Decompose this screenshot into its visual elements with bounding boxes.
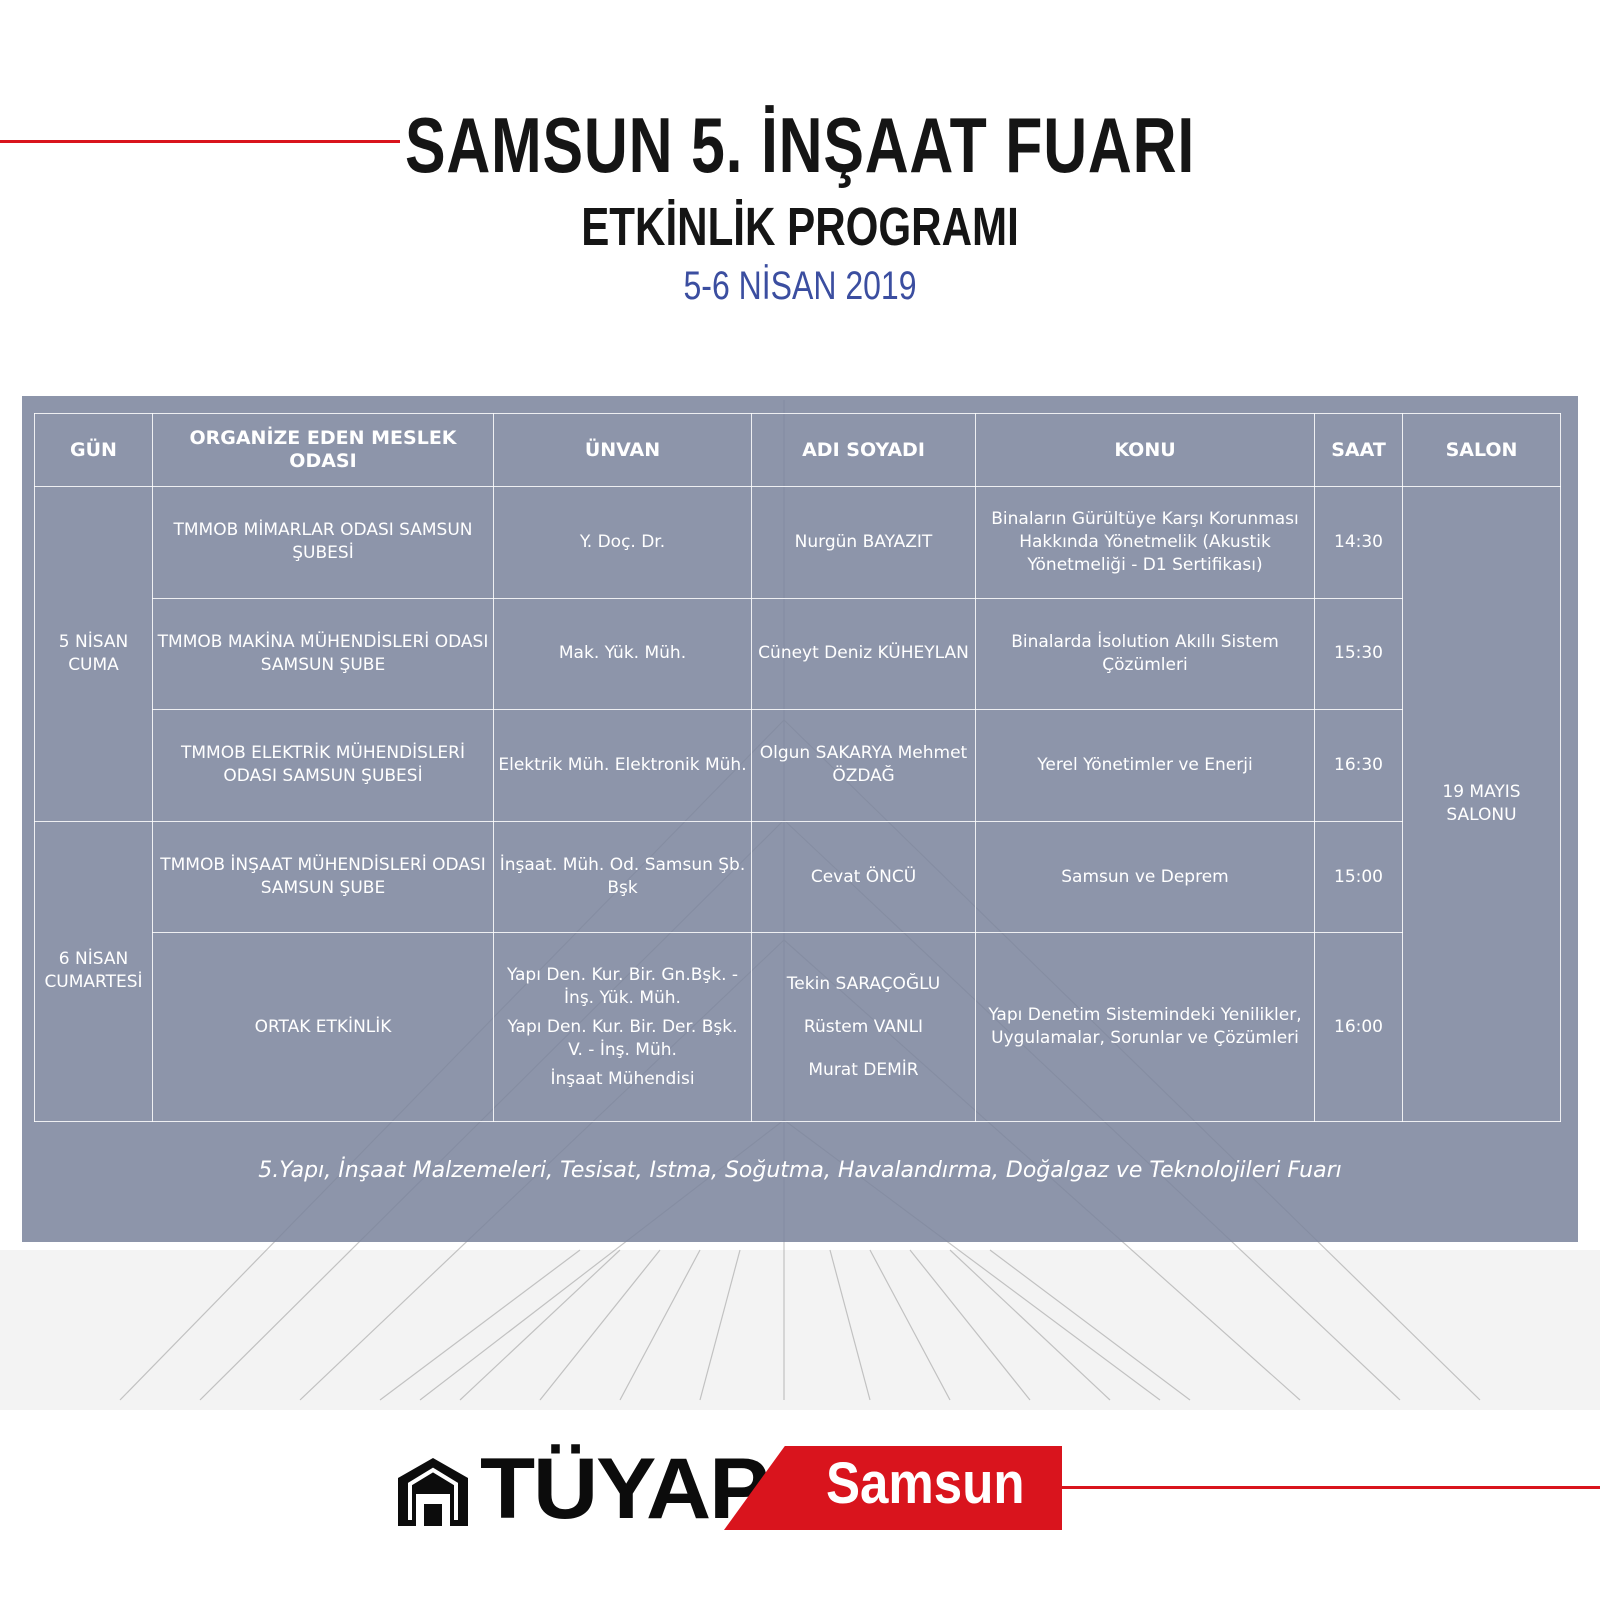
- topic-cell: Yerel Yönetimler ve Enerji: [975, 709, 1315, 822]
- time-cell: 16:30: [1314, 709, 1403, 822]
- header-left-red-line: [0, 140, 400, 143]
- organizer-cell: TMMOB MAKİNA MÜHENDİSLERİ ODASI SAMSUN Ş…: [152, 597, 494, 711]
- time-cell: 16:00: [1314, 932, 1403, 1122]
- column-header-organizer: ORGANİZE EDEN MESLEK ODASI: [152, 413, 494, 487]
- name-line: Murat DEMİR: [808, 1059, 919, 1080]
- logo-city-text: Samsun: [826, 1451, 1025, 1516]
- table-row: TMMOB MAKİNA MÜHENDİSLERİ ODASI SAMSUN Ş…: [35, 597, 1561, 711]
- table-row: 5 NİSAN CUMA TMMOB MİMARLAR ODASI SAMSUN…: [34, 486, 1561, 1122]
- topic-cell: Yapı Denetim Sistemindeki Yenilikler, Uy…: [975, 932, 1315, 1122]
- table-row: 6 NİSAN CUMARTESİ TMMOB İNŞAAT MÜHENDİSL…: [34, 820, 1561, 1123]
- tuyap-samsun-logo: TÜYAP Samsun: [394, 1441, 1062, 1537]
- organizer-cell: ORTAK ETKİNLİK: [152, 932, 494, 1122]
- name-cell: Cüneyt Deniz KÜHEYLAN: [751, 597, 976, 711]
- name-cell: Olgun SAKARYA Mehmet ÖZDAĞ: [751, 709, 976, 822]
- tuyap-house-icon: [398, 1458, 468, 1526]
- title-cell: Elektrik Müh. Elektronik Müh.: [493, 709, 752, 822]
- logo-red-band: [724, 1446, 1062, 1530]
- topic-cell: Binalarda İsolution Akıllı Sistem Çözüml…: [975, 597, 1315, 711]
- day-cell: 6 NİSAN CUMARTESİ: [34, 820, 153, 1123]
- title-line: Yapı Den. Kur. Bir. Der. Bşk. V. - İnş. …: [507, 1016, 738, 1060]
- time-cell: 15:00: [1314, 820, 1403, 934]
- column-header-title: ÜNVAN: [493, 413, 752, 487]
- page-title: SAMSUN 5. İNŞAAT FUARI: [404, 101, 1196, 189]
- column-header-topic: KONU: [975, 413, 1315, 487]
- name-line: Rüstem VANLI: [803, 1016, 924, 1037]
- column-header-salon: SALON: [1402, 413, 1561, 487]
- title-cell: Yapı Den. Kur. Bir. Gn.Bşk. - İnş. Yük. …: [493, 932, 752, 1122]
- column-header-time: SAAT: [1314, 413, 1403, 487]
- title-cell: Mak. Yük. Müh.: [493, 597, 752, 711]
- day-cell: 5 NİSAN CUMA: [34, 486, 153, 822]
- footer-right-red-line: [1062, 1486, 1600, 1489]
- organizer-cell: TMMOB MİMARLAR ODASI SAMSUN ŞUBESİ: [152, 486, 494, 599]
- organizer-cell: TMMOB ELEKTRİK MÜHENDİSLERİ ODASI SAMSUN…: [152, 709, 494, 822]
- table-row: TMMOB ELEKTRİK MÜHENDİSLERİ ODASI SAMSUN…: [35, 709, 1561, 822]
- name-cell: Nurgün BAYAZIT: [751, 486, 976, 599]
- time-cell: 15:30: [1314, 597, 1403, 711]
- name-line: Tekin SARAÇOĞLU: [786, 973, 941, 994]
- logo-brand-text: TÜYAP: [480, 1441, 769, 1537]
- salon-cell: 19 MAYIS SALONU: [1402, 486, 1561, 1122]
- fair-description: 5.Yapı, İnşaat Malzemeleri, Tesisat, Ist…: [258, 1158, 1342, 1183]
- organizer-cell: TMMOB İNŞAAT MÜHENDİSLERİ ODASI SAMSUN Ş…: [152, 820, 494, 934]
- name-cell: Tekin SARAÇOĞLU Rüstem VANLI Murat DEMİR: [751, 932, 976, 1122]
- title-line: Yapı Den. Kur. Bir. Gn.Bşk. - İnş. Yük. …: [506, 964, 739, 1008]
- column-header-day: GÜN: [34, 413, 153, 487]
- event-date: 5-6 NİSAN 2019: [683, 264, 917, 308]
- title-line: İnşaat Mühendisi: [550, 1068, 695, 1089]
- page-subtitle: ETKİNLİK PROGRAMI: [581, 197, 1019, 257]
- name-cell: Cevat ÖNCÜ: [751, 820, 976, 934]
- title-cell: Y. Doç. Dr.: [493, 486, 752, 599]
- column-header-name: ADI SOYADI: [751, 413, 976, 487]
- topic-cell: Binaların Gürültüye Karşı Korunması Hakk…: [975, 486, 1315, 599]
- schedule-table: GÜN ORGANİZE EDEN MESLEK ODASI ÜNVAN ADI…: [34, 413, 1561, 1123]
- table-header-row: GÜN ORGANİZE EDEN MESLEK ODASI ÜNVAN ADI…: [34, 413, 1561, 487]
- table-row: ORTAK ETKİNLİK Yapı Den. Kur. Bir. Gn.Bş…: [35, 932, 1561, 1122]
- topic-cell: Samsun ve Deprem: [975, 820, 1315, 934]
- time-cell: 14:30: [1314, 486, 1403, 599]
- title-cell: İnşaat. Müh. Od. Samsun Şb. Bşk: [493, 820, 752, 934]
